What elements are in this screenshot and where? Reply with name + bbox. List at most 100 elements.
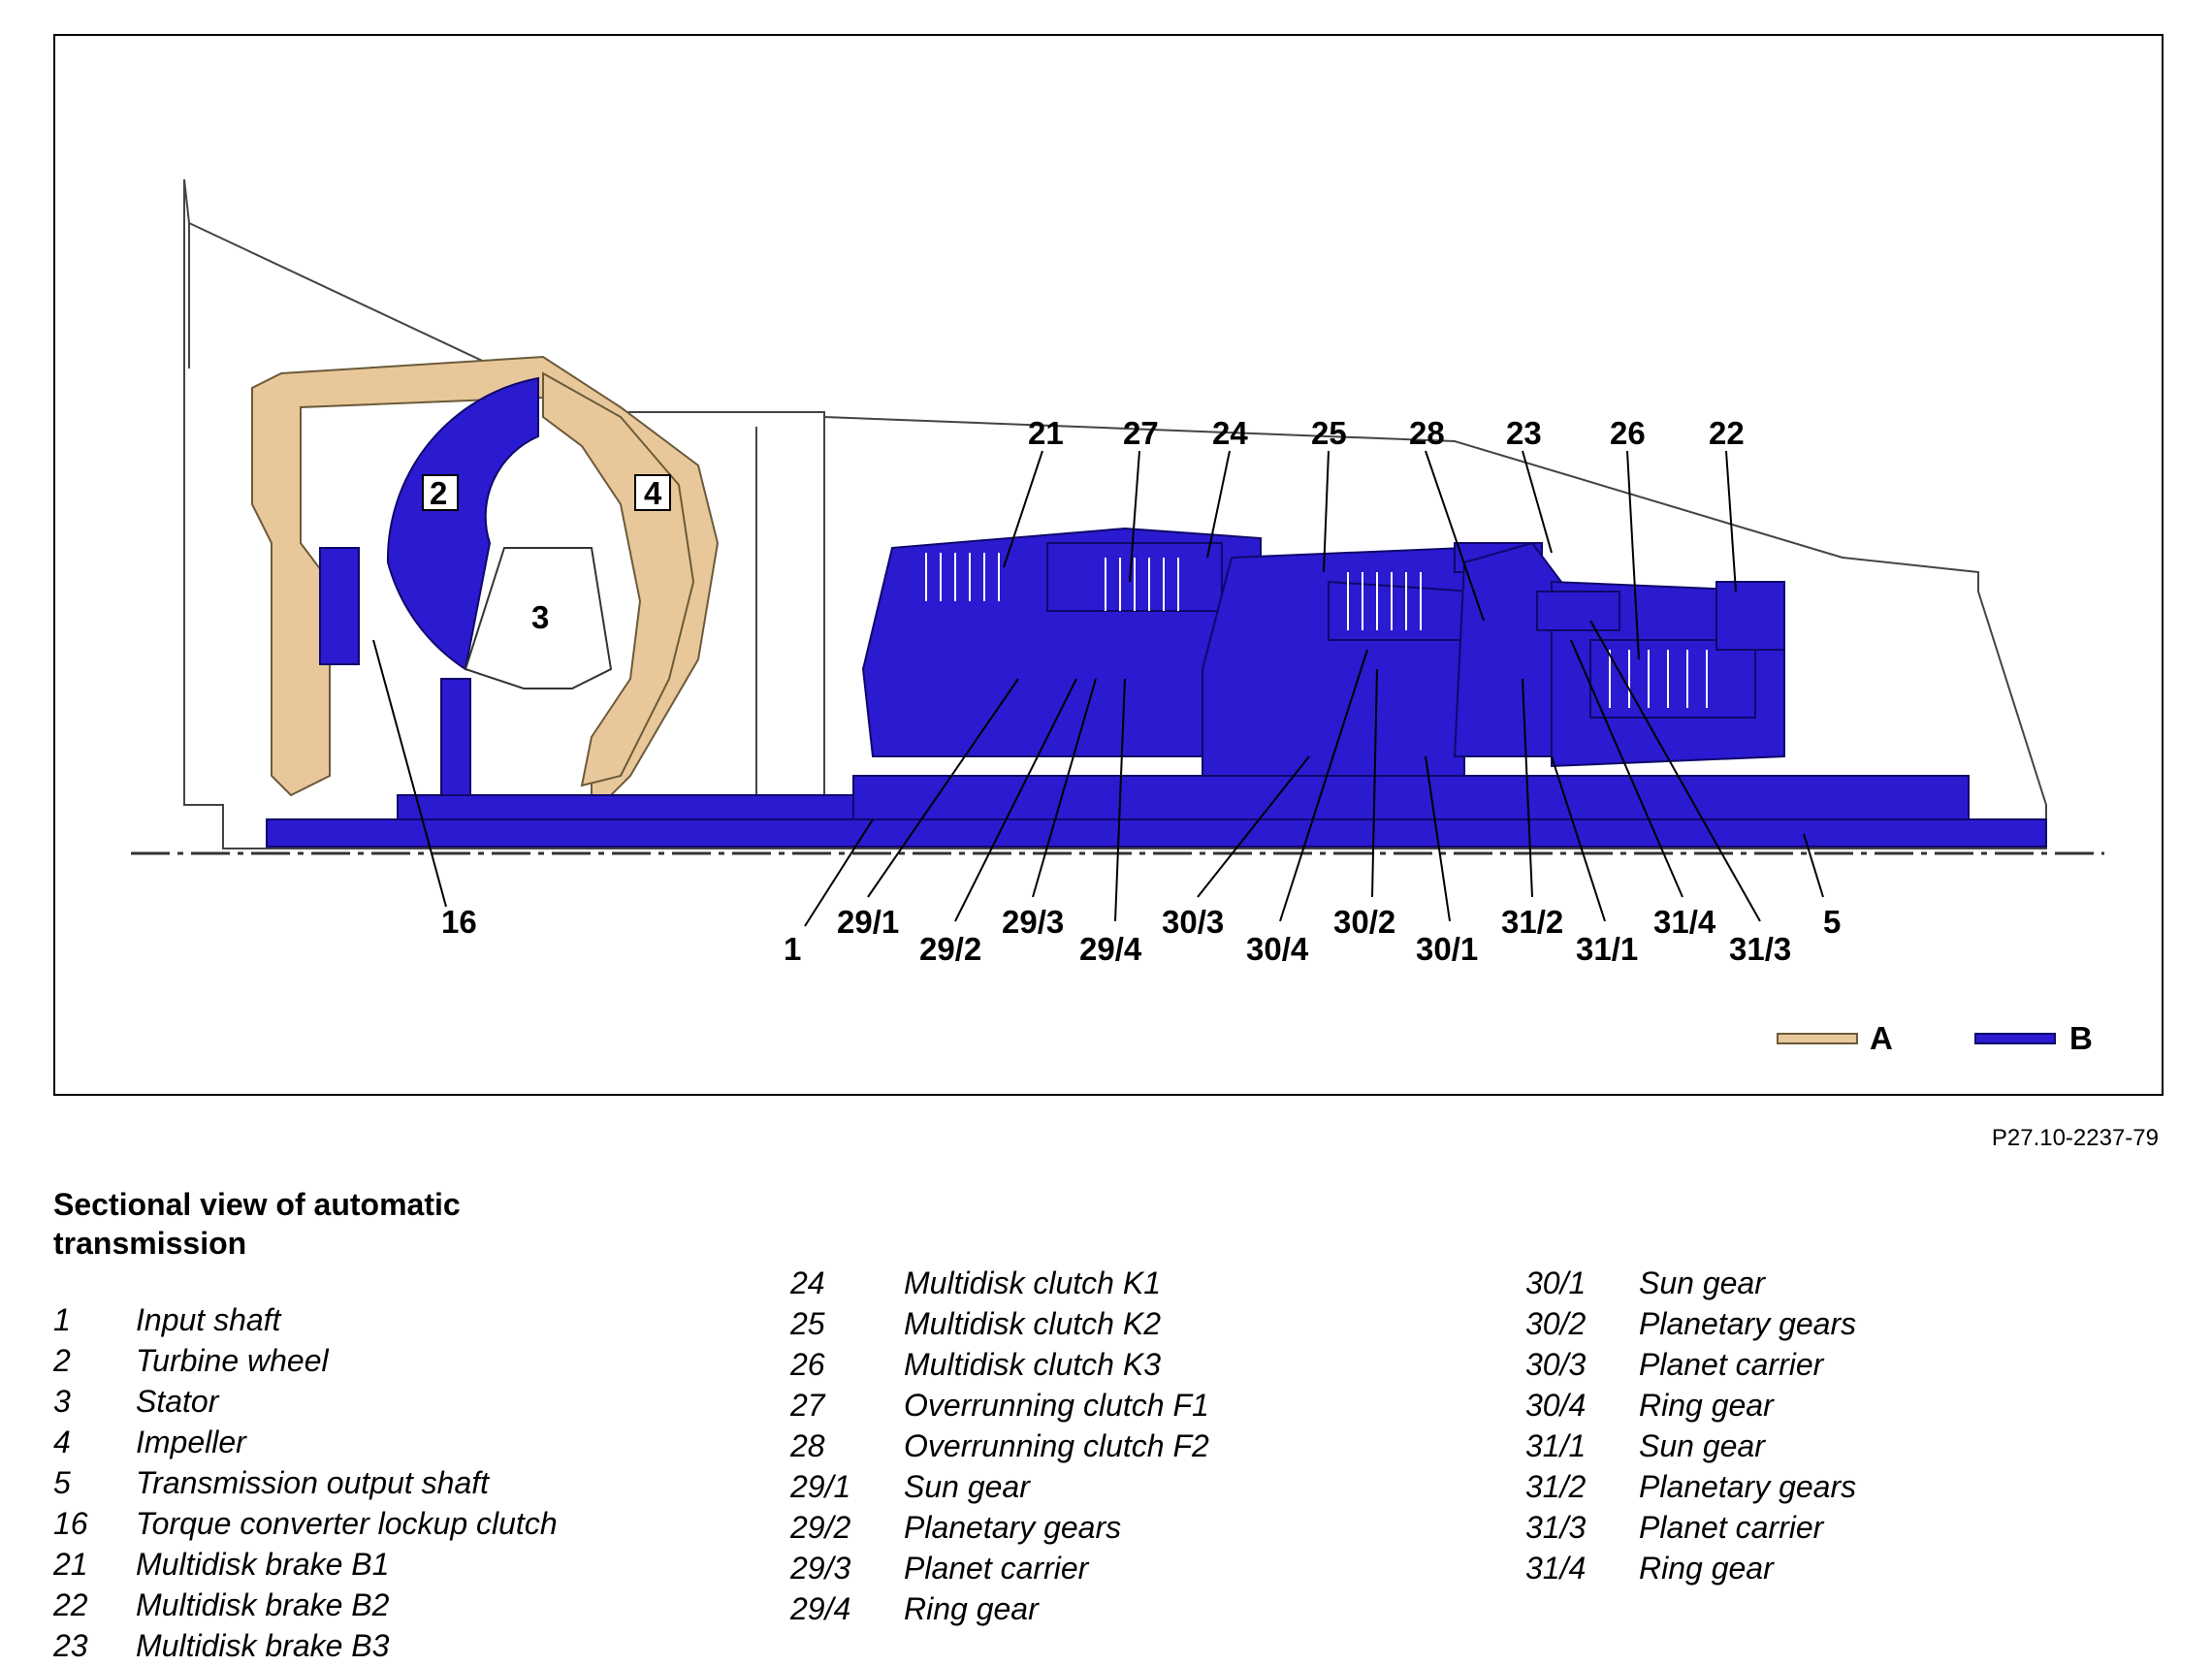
part-number: 31/4: [1525, 1551, 1587, 1586]
parts-list-item: 2 Turbine wheel: [53, 1340, 558, 1381]
part-number: 23: [53, 1628, 88, 1663]
part-number: 28: [790, 1428, 825, 1463]
parts-list-item: 27 Overrunning clutch F1: [790, 1385, 1209, 1426]
part-number: 21: [53, 1547, 88, 1582]
callout-label: 21: [1028, 415, 1064, 451]
part-name: Overrunning clutch F1: [904, 1388, 1209, 1423]
part-number: 30/2: [1525, 1306, 1587, 1341]
part-number: 5: [53, 1465, 71, 1500]
callout-label: 29/3: [1002, 904, 1064, 940]
part-name: Planet carrier: [904, 1551, 1089, 1586]
callout-label: 23: [1506, 415, 1542, 451]
callout-label: 30/4: [1246, 931, 1309, 967]
part-name: Planet carrier: [1639, 1347, 1824, 1382]
part-number: 29/1: [790, 1469, 851, 1504]
parts-list-item: 31/4 Ring gear: [1525, 1548, 1856, 1588]
legend-label-a: A: [1870, 1020, 1893, 1056]
part-number: 30/1: [1525, 1266, 1587, 1300]
part-name: Planetary gears: [1639, 1469, 1857, 1504]
part-name: Ring gear: [1639, 1551, 1774, 1586]
part-name: Stator: [136, 1384, 219, 1419]
callout-label: 29/1: [837, 904, 899, 940]
part-name: Multidisk brake B2: [136, 1587, 390, 1622]
part-name: Planetary gears: [904, 1510, 1122, 1545]
turbine-wheel-shape: [386, 376, 539, 671]
part-number: 30/4: [1525, 1388, 1587, 1423]
part-number: 1: [53, 1302, 71, 1337]
part-number: 25: [790, 1306, 825, 1341]
part-number: 29/3: [790, 1551, 851, 1586]
parts-list-item: 29/2 Planetary gears: [790, 1507, 1209, 1548]
callouts-top: 21 27 24 25 28 23 26 22: [1028, 415, 1745, 451]
parts-list-item: 30/1 Sun gear: [1525, 1263, 1856, 1303]
disk-packs: [925, 553, 1708, 708]
figure-code: P27.10-2237-79: [1991, 1125, 2159, 1151]
parts-list-item: 30/3 Planet carrier: [1525, 1344, 1856, 1385]
parts-list-item: 28 Overrunning clutch F2: [790, 1426, 1209, 1466]
callout-label: 1: [784, 931, 801, 967]
callout-label: 24: [1212, 415, 1248, 451]
caption-title: Sectional view of automatic transmission: [53, 1187, 461, 1261]
callout-label: 28: [1409, 415, 1445, 451]
parts-list-item: 31/2 Planetary gears: [1525, 1466, 1856, 1507]
callout-label: 31/1: [1576, 931, 1638, 967]
drivetrain-b: [266, 527, 2047, 848]
callout-label: 31/4: [1653, 904, 1716, 940]
callout-label: 5: [1823, 904, 1841, 940]
part-name: Overrunning clutch F2: [904, 1428, 1209, 1463]
part-number: 26: [790, 1347, 825, 1382]
callouts-bottom: 16 1 29/1 29/2 29/3 29/4 30/3 30/4 30/2 …: [441, 904, 1841, 967]
part-number: 2: [53, 1343, 71, 1378]
parts-list-item: 23 Multidisk brake B3: [53, 1625, 558, 1666]
callout-label: 30/2: [1333, 904, 1395, 940]
callout-label: 22: [1709, 415, 1745, 451]
part-name: Input shaft: [136, 1302, 281, 1337]
part-number: 30/3: [1525, 1347, 1587, 1382]
part-name: Turbine wheel: [136, 1343, 329, 1378]
callout-label: 31/3: [1729, 931, 1791, 967]
part-name: Ring gear: [904, 1591, 1039, 1626]
legend-swatch-a: [1777, 1033, 1858, 1044]
parts-list-item: 26 Multidisk clutch K3: [790, 1344, 1209, 1385]
part-name: Multidisk brake B3: [136, 1628, 390, 1663]
part-number: 24: [790, 1266, 825, 1300]
part-name: Sun gear: [1639, 1266, 1765, 1300]
part-name: Sun gear: [904, 1469, 1030, 1504]
callout-label: 4: [644, 475, 662, 511]
part-number: 29/4: [790, 1591, 851, 1626]
callout-label: 25: [1311, 415, 1347, 451]
parts-list-item: 29/1 Sun gear: [790, 1466, 1209, 1507]
part-number: 27: [790, 1388, 825, 1423]
part-name: Torque converter lockup clutch: [136, 1506, 558, 1541]
callout-label: 31/2: [1501, 904, 1563, 940]
stator-shape: [464, 547, 613, 689]
callouts-inside: 2 4 3: [422, 474, 671, 635]
parts-list-item: 29/4 Ring gear: [790, 1588, 1209, 1629]
parts-list-item: 29/3 Planet carrier: [790, 1548, 1209, 1588]
figure-frame: [53, 34, 2164, 1096]
callout-label: 26: [1610, 415, 1646, 451]
part-number: 31/1: [1525, 1428, 1587, 1463]
callout-label: 30/3: [1162, 904, 1224, 940]
leader-lines: [372, 450, 1824, 927]
part-number: 31/2: [1525, 1469, 1587, 1504]
color-legend: A B: [1777, 1020, 2093, 1056]
callout-label: 29/4: [1079, 931, 1142, 967]
part-name: Multidisk clutch K3: [904, 1347, 1161, 1382]
callout-label: 2: [430, 475, 447, 511]
part-number: 29/2: [790, 1510, 851, 1545]
